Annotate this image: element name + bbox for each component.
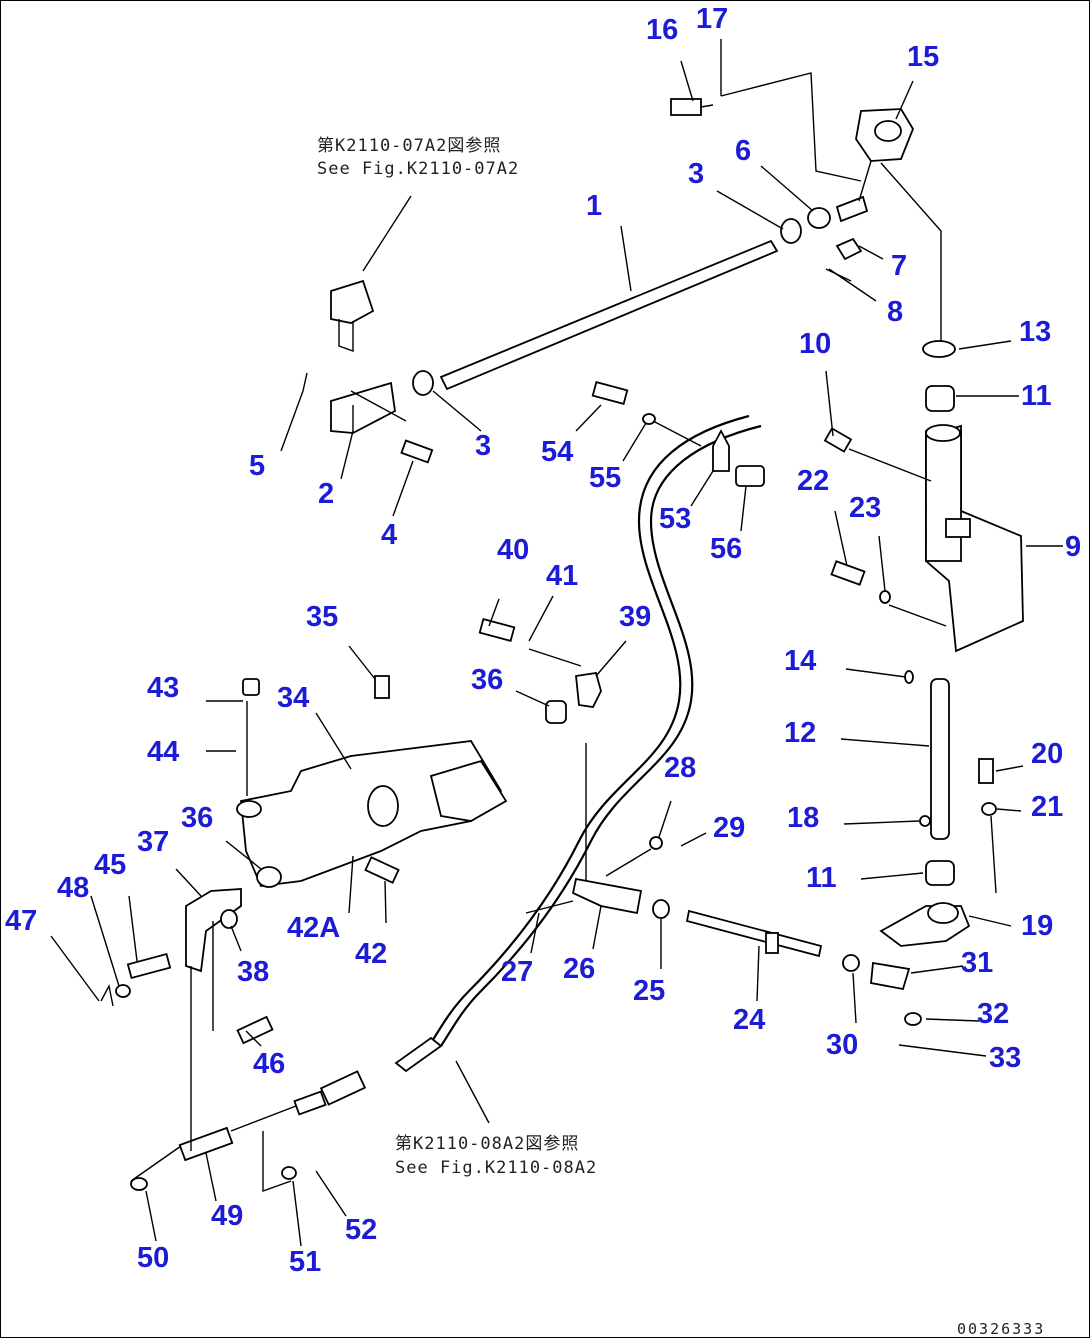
callout-33: 33 <box>989 1042 1021 1074</box>
callout-13: 13 <box>1019 316 1051 348</box>
callout-17: 17 <box>696 3 728 35</box>
callout-24: 24 <box>733 1004 765 1036</box>
callout-35: 35 <box>306 601 338 633</box>
callout-54: 54 <box>541 436 573 468</box>
callout-9: 9 <box>1065 531 1081 563</box>
callout-31: 31 <box>961 947 993 979</box>
callout-34: 34 <box>277 682 309 714</box>
callout-39: 39 <box>619 601 651 633</box>
callout-44: 44 <box>147 736 179 768</box>
callout-50: 50 <box>137 1242 169 1274</box>
callout-7: 7 <box>891 250 907 282</box>
callout-56: 56 <box>710 533 742 565</box>
callout-8: 8 <box>887 296 903 328</box>
callout-43: 43 <box>147 672 179 704</box>
callout-3: 3 <box>688 158 704 190</box>
callout-32: 32 <box>977 998 1009 1030</box>
callout-49: 49 <box>211 1200 243 1232</box>
callout-11b: 11 <box>806 862 837 894</box>
callout-25: 25 <box>633 975 665 1007</box>
callout-27: 27 <box>501 956 533 988</box>
callout-46: 46 <box>253 1048 285 1080</box>
callout-12: 12 <box>784 717 816 749</box>
callout-37: 37 <box>137 826 169 858</box>
callout-16: 16 <box>646 14 678 46</box>
drawing-code: 00326333 <box>957 1320 1045 1338</box>
callout-42a: 42A <box>287 912 340 944</box>
callout-14: 14 <box>784 645 816 677</box>
callout-26: 26 <box>563 953 595 985</box>
ref-note-jp-2: 第K2110-08A2図参照 <box>395 1134 579 1154</box>
callout-3b: 3 <box>475 430 491 462</box>
callout-38: 38 <box>237 956 269 988</box>
callout-36b: 36 <box>471 664 503 696</box>
callout-23: 23 <box>849 492 881 524</box>
callout-40: 40 <box>497 534 529 566</box>
part-drawings <box>100 98 1024 1191</box>
callout-18: 18 <box>787 802 819 834</box>
callout-11: 11 <box>1021 380 1052 412</box>
ref-note-jp-1: 第K2110-07A2図参照 <box>317 136 501 156</box>
reference-notes: 第K2110-07A2図参照 See Fig.K2110-07A2 第K2110… <box>317 136 1045 1338</box>
callout-28: 28 <box>664 752 696 784</box>
ref-note-en-2: See Fig.K2110-08A2 <box>395 1158 597 1178</box>
callout-4: 4 <box>381 519 397 551</box>
callout-30: 30 <box>826 1029 858 1061</box>
callout-19: 19 <box>1021 910 1053 942</box>
ref-note-en-1: See Fig.K2110-07A2 <box>317 159 519 179</box>
callout-47: 47 <box>5 905 37 937</box>
callout-29: 29 <box>713 812 745 844</box>
callout-21: 21 <box>1031 791 1063 823</box>
callout-6: 6 <box>735 135 751 167</box>
callout-1: 1 <box>586 190 602 222</box>
callout-20: 20 <box>1031 738 1063 770</box>
callout-51: 51 <box>289 1246 321 1278</box>
callout-2: 2 <box>318 478 334 510</box>
callout-53: 53 <box>659 503 691 535</box>
callout-42: 42 <box>355 938 387 970</box>
callout-5: 5 <box>249 450 265 482</box>
leader-lines <box>50 39 1063 1247</box>
callout-55: 55 <box>589 462 621 494</box>
callout-36: 36 <box>181 802 213 834</box>
callout-labels: 1 2 3 3 4 5 6 7 8 9 10 11 11 12 13 14 15… <box>5 3 1081 1278</box>
callout-15: 15 <box>907 41 939 73</box>
callout-52: 52 <box>345 1214 377 1246</box>
callout-48: 48 <box>57 872 89 904</box>
callout-10: 10 <box>799 328 831 360</box>
callout-41: 41 <box>546 560 578 592</box>
callout-22: 22 <box>797 465 829 497</box>
callout-45: 45 <box>94 849 126 881</box>
